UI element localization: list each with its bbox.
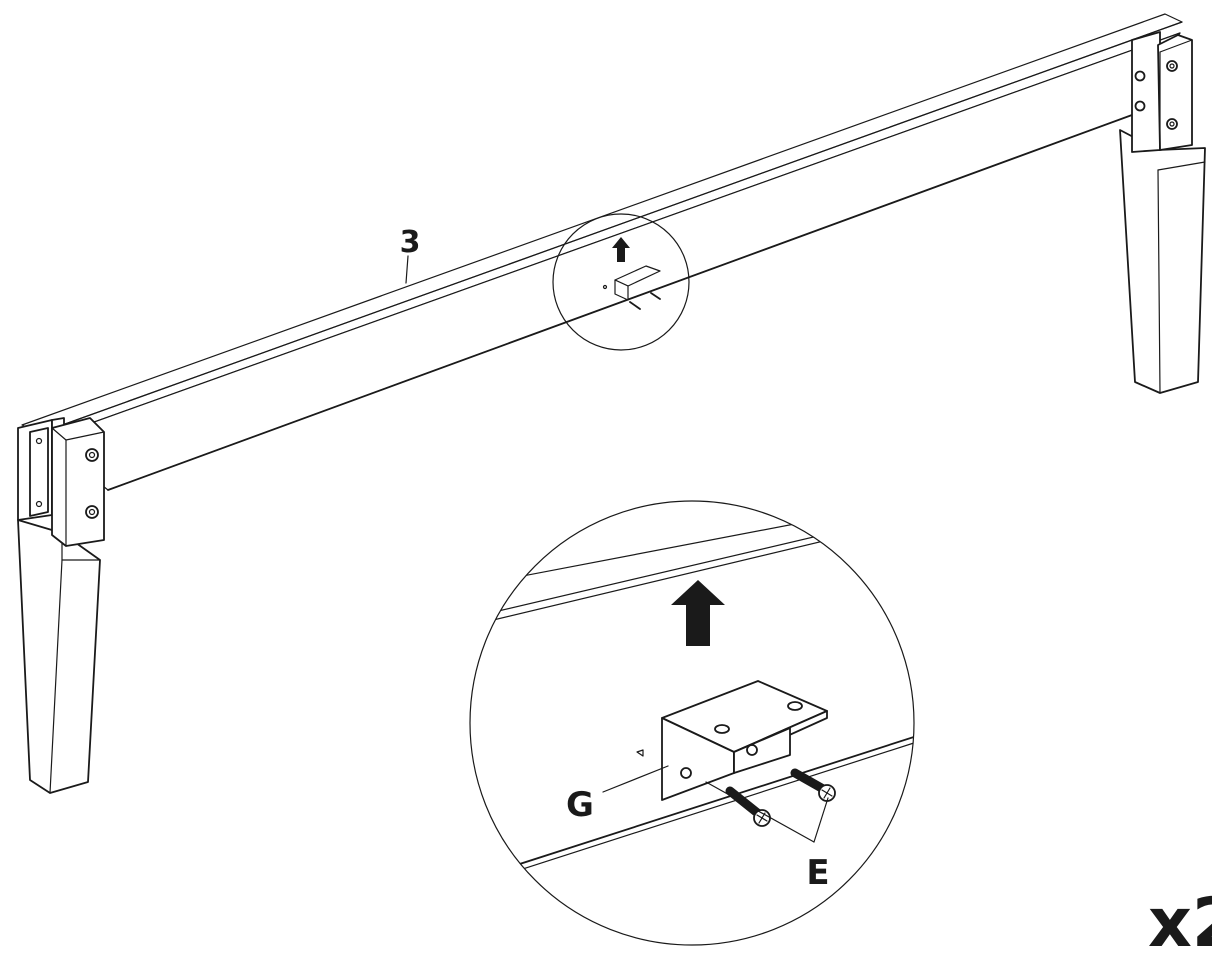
- left-leg-edge: [49, 559, 63, 794]
- small-magnifier-ring: [552, 213, 690, 351]
- small-pilot-hole: [602, 284, 608, 290]
- leader-line-g: [602, 765, 669, 793]
- right-post-front: [1157, 34, 1193, 151]
- left-post-edge: [51, 427, 67, 441]
- bracket-g-slot: [714, 724, 730, 734]
- part-number-3: 3: [400, 225, 421, 260]
- leader-line-e: [813, 797, 829, 843]
- right-leg-cap: [1157, 161, 1206, 171]
- right-bracket-hole: [1134, 70, 1146, 82]
- bracket-g-hole: [680, 767, 692, 779]
- screw-slot: [823, 787, 831, 799]
- right-post-edge: [1159, 39, 1193, 53]
- rail-front-face: [43, 32, 1181, 491]
- left-post-edge: [65, 431, 105, 441]
- leader-line-e: [705, 781, 815, 843]
- rail-lip-line: [39, 21, 1183, 434]
- right-bolt-center: [1169, 121, 1175, 127]
- rail-3: [21, 13, 1183, 491]
- quantity-label: x2: [1148, 884, 1212, 950]
- detail-circle-large: G E: [469, 500, 915, 946]
- right-bolt-center: [1169, 63, 1175, 69]
- zoom-rail-bottom-line-2: [470, 740, 914, 887]
- left-bolt-center: [88, 451, 96, 459]
- bracket-g-face-right: [733, 727, 791, 774]
- left-bracket-plate: [29, 427, 49, 517]
- pilot-hole-icon: [636, 749, 644, 757]
- left-bolt-center: [88, 508, 96, 516]
- left-leg-lower: [17, 519, 101, 794]
- leader-line-3: [405, 255, 409, 284]
- rail-bottom-edge: [107, 114, 1133, 491]
- right-leg: [1119, 31, 1206, 394]
- small-bracket-face: [614, 279, 629, 301]
- rail-top-face: [21, 13, 1183, 434]
- right-leg-edge: [1157, 169, 1161, 394]
- up-arrow-icon: [612, 237, 630, 262]
- bracket-g-hole: [746, 744, 758, 756]
- right-bolt-icon: [1166, 118, 1178, 130]
- left-bracket-hole: [35, 437, 43, 445]
- left-bolt-icon: [85, 448, 99, 462]
- right-bracket-plate: [1131, 31, 1161, 153]
- part-letter-g: G: [566, 785, 594, 825]
- right-bolt-icon: [1166, 60, 1178, 72]
- up-arrow-icon: [671, 580, 725, 646]
- small-screw-icon: [629, 301, 641, 310]
- screw-icon: [790, 768, 830, 795]
- left-bracket-hole: [35, 500, 43, 508]
- detail-circle-small: [552, 213, 690, 351]
- small-screw-icon: [650, 292, 661, 300]
- screw-e-right: [790, 768, 836, 802]
- bracket-g-slot: [787, 701, 803, 711]
- large-magnifier-ring: [469, 500, 915, 946]
- zoom-rail-bottom-line: [470, 734, 914, 881]
- label-3-callout: 3: [400, 225, 421, 284]
- zoom-rail-top-line: [470, 501, 914, 589]
- right-bracket-hole: [1134, 100, 1146, 112]
- left-bolt-icon: [85, 505, 99, 519]
- part-letter-e: E: [806, 853, 829, 893]
- left-leg: [17, 417, 105, 794]
